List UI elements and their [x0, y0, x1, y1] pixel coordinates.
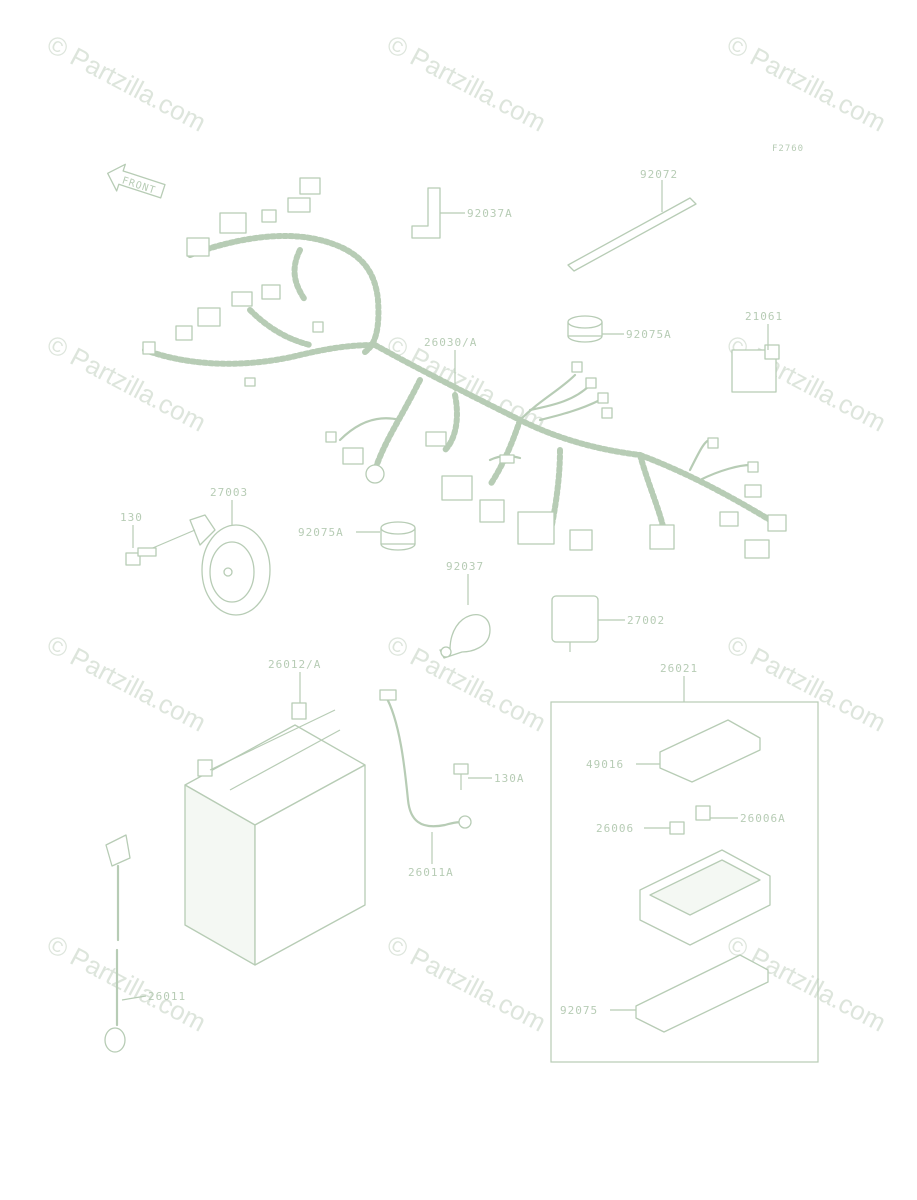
- label-27002: 27002: [627, 614, 665, 627]
- horn-27003: [147, 500, 271, 616]
- watermark: © Partzilla.com: [382, 29, 551, 138]
- bolt-130: [125, 525, 157, 566]
- battery-26012a: [184, 672, 366, 966]
- front-arrow-icon: FRONT: [107, 163, 166, 199]
- label-26021: 26021: [660, 662, 698, 675]
- figure-code: F2760: [772, 144, 804, 154]
- watermark: © Partzilla.com: [722, 29, 891, 138]
- label-92072: 92072: [640, 168, 678, 181]
- watermark: © Partzilla.com: [382, 929, 551, 1038]
- relay-27002: [551, 595, 625, 652]
- label-26006a: 26006A: [740, 812, 786, 825]
- part-21061: [731, 324, 780, 393]
- bracket-92037a: [411, 187, 465, 239]
- cable-26011: [104, 834, 147, 1053]
- label-21061: 21061: [745, 310, 783, 323]
- wiring-harness: [142, 177, 787, 559]
- cable-26011a: [379, 689, 472, 864]
- band-92072: [567, 180, 697, 272]
- label-92037: 92037: [446, 560, 484, 573]
- label-49016: 49016: [586, 758, 624, 771]
- label-26030a: 26030/A: [424, 336, 477, 349]
- watermark: © Partzilla.com: [722, 629, 891, 738]
- label-92075a-mid: 92075A: [298, 526, 344, 539]
- label-92075: 92075: [560, 1004, 598, 1017]
- watermark: © Partzilla.com: [42, 629, 211, 738]
- watermark: © Partzilla.com: [42, 929, 211, 1038]
- watermark: © Partzilla.com: [42, 29, 211, 138]
- label-26006: 26006: [596, 822, 634, 835]
- label-92037a: 92037A: [467, 207, 513, 220]
- damper-92075a-mid: [356, 521, 416, 551]
- bolt-130a: [453, 763, 492, 790]
- damper-92075a-top: [567, 315, 624, 343]
- clamp-92037: [439, 574, 491, 659]
- label-92075a-top: 92075A: [626, 328, 672, 341]
- watermark: © Partzilla.com: [42, 329, 211, 438]
- fuse-box-26021: [550, 676, 819, 1063]
- label-130: 130: [120, 511, 143, 524]
- label-26011: 26011: [148, 990, 186, 1003]
- label-26011a: 26011A: [408, 866, 454, 879]
- label-130a: 130A: [494, 772, 525, 785]
- label-26012a: 26012/A: [268, 658, 321, 671]
- label-27003: 27003: [210, 486, 248, 499]
